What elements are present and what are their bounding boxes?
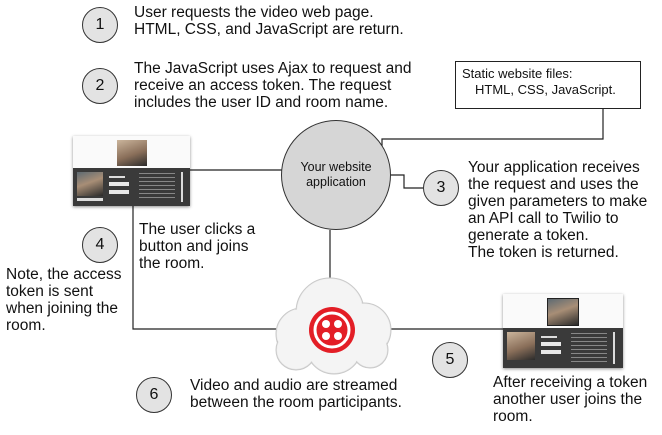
step-4-line-3: the room. — [139, 255, 205, 272]
browser-screenshot-1 — [73, 136, 190, 206]
note-line-3: when joining the — [6, 300, 119, 317]
twilio-logo-icon — [309, 307, 355, 353]
step-2-circle: 2 — [82, 68, 118, 104]
step-3-text: Your application receives the request an… — [468, 159, 647, 261]
step-4-line-2: button and joins — [139, 238, 249, 255]
step-2-line-2: receive an access token. The request — [134, 77, 392, 94]
line-app-to-step3 — [389, 174, 423, 189]
step-3-line-4: an API call to Twilio to — [468, 210, 619, 227]
step-3-line-1: Your application receives — [468, 159, 640, 176]
log-panel — [571, 333, 607, 363]
step-2-line-1: The JavaScript uses Ajax to request and — [134, 60, 412, 77]
step-3-number: 3 — [436, 179, 446, 196]
line-browser-to-cloud — [132, 206, 281, 330]
hub-line-1: Your website — [300, 160, 372, 174]
twilio-cloud-icon — [275, 277, 392, 375]
step-4-text: The user clicks a button and joins the r… — [139, 221, 255, 272]
step-5-number: 5 — [445, 351, 455, 368]
step-4-line-1: The user clicks a — [139, 221, 256, 238]
step-6-circle: 6 — [136, 377, 172, 413]
static-files-title: Static website files: — [462, 66, 573, 81]
remote-video-thumbnail — [547, 298, 579, 326]
step-5-line-1: After receiving a token — [493, 374, 648, 391]
step-1-circle: 1 — [82, 7, 118, 43]
step-1-line-2: HTML, CSS, and JavaScript are return. — [134, 21, 404, 38]
step-6-line-1: Video and audio are streamed — [190, 377, 398, 394]
step-1-text: User requests the video web page. HTML, … — [134, 4, 404, 38]
note-line-4: room. — [6, 317, 46, 334]
step-2-line-3: includes the user ID and room name. — [134, 94, 389, 111]
step-4-circle: 4 — [82, 227, 118, 263]
step-1-number: 1 — [95, 16, 105, 33]
step-3-line-2: the request and uses the — [468, 176, 639, 193]
step-6-number: 6 — [149, 386, 159, 403]
step-5-text: After receiving a token another user joi… — [493, 374, 647, 425]
note-line-1: Note, the access — [6, 266, 122, 283]
line-app-to-static-files — [381, 109, 604, 153]
static-files-box: Static website files: HTML, CSS, JavaScr… — [455, 61, 641, 109]
step-5-line-2: another user joins the — [493, 391, 643, 408]
step-3-line-5: generate a token. — [468, 227, 589, 244]
step-1-line-1: User requests the video web page. — [134, 4, 374, 21]
static-files-list: HTML, CSS, JavaScript. — [475, 82, 616, 97]
step-3-line-3: given parameters to make — [468, 193, 648, 210]
website-application-node: Your website application — [281, 120, 391, 230]
local-video-thumbnail — [77, 172, 103, 196]
log-panel — [139, 173, 175, 201]
step-2-number: 2 — [95, 77, 105, 94]
local-video-thumbnail — [507, 332, 535, 360]
step-6-text: Video and audio are streamed between the… — [190, 377, 402, 411]
note-line-2: token is sent — [6, 283, 94, 300]
step-5-circle: 5 — [432, 342, 468, 378]
step-4-number: 4 — [95, 236, 105, 253]
note-text: Note, the access token is sent when join… — [6, 266, 121, 334]
step-5-line-3: room. — [493, 408, 533, 425]
browser-screenshot-2 — [503, 294, 623, 368]
step-2-text: The JavaScript uses Ajax to request and … — [134, 60, 411, 111]
step-3-line-6: The token is returned. — [468, 244, 619, 261]
step-6-line-2: between the room participants. — [190, 394, 402, 411]
remote-video-thumbnail — [117, 140, 147, 166]
step-3-circle: 3 — [423, 170, 459, 206]
hub-line-2: application — [306, 175, 366, 189]
